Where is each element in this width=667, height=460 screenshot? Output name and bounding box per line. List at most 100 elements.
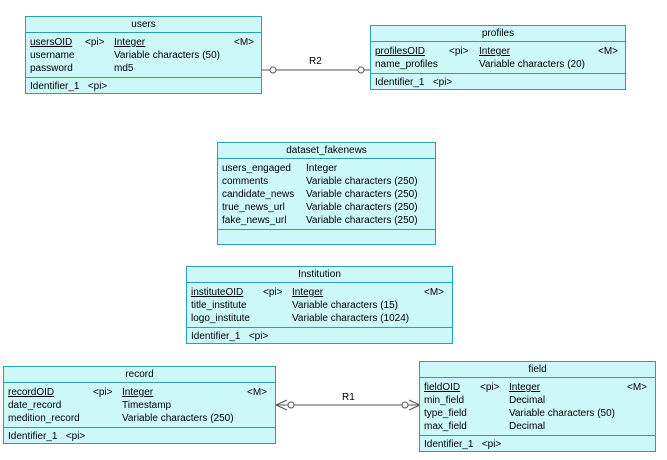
attr-type: Variable characters (250)	[306, 215, 418, 226]
entity-title: field	[420, 362, 655, 378]
entity-title: dataset_fakenews	[218, 143, 435, 159]
attribute-list: instituteOID <pi> Integer <M> title_inst…	[187, 283, 452, 328]
attribute-row: profilesOID <pi> Integer <M>	[375, 45, 621, 58]
entity-record[interactable]: record recordOID <pi> Integer <M> date_r…	[3, 366, 276, 444]
attr-name: fake_news_url	[222, 215, 287, 226]
attr-name: candidate_news	[222, 189, 295, 200]
attr-flag: <pi>	[480, 382, 500, 393]
entity-field[interactable]: field fieldOID <pi> Integer <M> min_fiel…	[419, 361, 656, 452]
attr-name: username	[30, 50, 75, 61]
entity-title: record	[4, 367, 275, 383]
attr-name: medition_record	[8, 413, 80, 424]
attribute-list: fieldOID <pi> Integer <M> min_field Deci…	[420, 378, 655, 436]
attr-name: fieldOID	[424, 382, 461, 393]
attr-name: max_field	[424, 421, 467, 432]
attr-type: Integer	[292, 287, 324, 298]
attr-name: date_record	[8, 400, 62, 411]
attr-name: instituteOID	[191, 287, 244, 298]
r1-crowfoot-field	[401, 399, 421, 411]
attribute-row: medition_record Variable characters (250…	[8, 412, 271, 425]
attr-mandatory: <M>	[598, 46, 619, 57]
attr-name: recordOID	[8, 387, 55, 398]
attr-type: Variable characters (1024)	[292, 313, 410, 324]
attr-type: Integer	[479, 46, 511, 57]
attr-name: comments	[222, 176, 269, 187]
r2-label: R2	[309, 56, 322, 67]
attribute-row: logo_institute Variable characters (1024…	[191, 312, 448, 325]
entity-title: Institution	[187, 267, 452, 283]
attribute-row: true_news_url Variable characters (250)	[222, 201, 431, 214]
entity-dataset-fakenews[interactable]: dataset_fakenews users_engaged Integer c…	[217, 142, 436, 245]
attr-mandatory: <M>	[234, 37, 255, 48]
attr-name: title_institute	[191, 300, 247, 311]
attribute-row: recordOID <pi> Integer <M>	[8, 386, 271, 399]
attr-type: Variable characters (250)	[306, 189, 418, 200]
identifier-row: Identifier_1 <pi>	[8, 431, 86, 442]
attr-name: type_field	[424, 408, 467, 419]
attr-type: Variable characters (250)	[306, 202, 418, 213]
attribute-row: type_field Variable characters (50)	[424, 407, 651, 420]
attr-type: Variable characters (50)	[114, 50, 220, 61]
identifier-row: Identifier_1 <pi>	[191, 331, 269, 342]
attr-type: Integer	[114, 37, 146, 48]
attr-type: Variable characters (20)	[479, 59, 585, 70]
attribute-row: min_field Decimal	[424, 394, 651, 407]
entity-profiles[interactable]: profiles profilesOID <pi> Integer <M> na…	[370, 25, 626, 90]
attribute-row: fieldOID <pi> Integer <M>	[424, 381, 651, 394]
attr-type: Variable characters (50)	[509, 408, 615, 419]
attr-type: Timestamp	[122, 400, 172, 411]
attribute-row: username Variable characters (50)	[30, 49, 257, 62]
r1-label: R1	[342, 392, 355, 403]
entity-users[interactable]: users usersOID <pi> Integer <M> username…	[25, 16, 262, 94]
attr-flag: <pi>	[93, 387, 113, 398]
attr-mandatory: <M>	[424, 287, 445, 298]
attribute-list: profilesOID <pi> Integer <M> name_profil…	[371, 42, 625, 74]
attr-type: Variable characters (15)	[292, 300, 398, 311]
attr-name: logo_institute	[191, 313, 250, 324]
attr-type: Integer	[122, 387, 154, 398]
r2-optional-marker-profiles	[357, 66, 365, 74]
attr-mandatory: <M>	[247, 387, 268, 398]
r1-crowfoot-record	[275, 399, 295, 411]
identifier-row: Identifier_1 <pi>	[424, 439, 502, 450]
attr-name: password	[30, 63, 73, 74]
identifier-row: Identifier_1 <pi>	[375, 77, 453, 88]
attribute-list: recordOID <pi> Integer <M> date_record T…	[4, 383, 275, 428]
attribute-row: title_institute Variable characters (15)	[191, 299, 448, 312]
attr-flag: <pi>	[449, 46, 469, 57]
attribute-row: users_engaged Integer	[222, 162, 431, 175]
attribute-row: candidate_news Variable characters (250)	[222, 188, 431, 201]
attr-name: users_engaged	[222, 163, 291, 174]
attribute-row: date_record Timestamp	[8, 399, 271, 412]
attr-flag: <pi>	[263, 287, 283, 298]
attribute-row: fake_news_url Variable characters (250)	[222, 214, 431, 227]
attribute-row: max_field Decimal	[424, 420, 651, 433]
attr-name: true_news_url	[222, 202, 285, 213]
attr-name: name_profiles	[375, 59, 438, 70]
r2-optional-marker-users	[269, 66, 277, 74]
attr-name: profilesOID	[375, 46, 426, 57]
attribute-row: instituteOID <pi> Integer <M>	[191, 286, 448, 299]
attribute-row: comments Variable characters (250)	[222, 175, 431, 188]
attr-type: Decimal	[509, 395, 546, 406]
attr-mandatory: <M>	[627, 382, 648, 393]
attr-type: Integer	[306, 163, 338, 174]
entity-institution[interactable]: Institution instituteOID <pi> Integer <M…	[186, 266, 453, 344]
attr-name: usersOID	[30, 37, 73, 48]
identifier-row-empty	[218, 230, 435, 247]
attribute-list: users_engaged Integer comments Variable …	[218, 159, 435, 230]
attribute-row: name_profiles Variable characters (20)	[375, 58, 621, 71]
attribute-list: usersOID <pi> Integer <M> username Varia…	[26, 33, 261, 78]
attribute-row: usersOID <pi> Integer <M>	[30, 36, 257, 49]
attribute-row: password md5	[30, 62, 257, 75]
attr-flag: <pi>	[85, 37, 105, 48]
identifier-row: Identifier_1 <pi>	[30, 81, 108, 92]
attr-type: md5	[114, 63, 134, 74]
entity-title: users	[26, 17, 261, 33]
attr-type: Variable characters (250)	[306, 176, 418, 187]
attr-type: Integer	[509, 382, 541, 393]
attr-name: min_field	[424, 395, 465, 406]
attr-type: Decimal	[509, 421, 546, 432]
entity-title: profiles	[371, 26, 625, 42]
